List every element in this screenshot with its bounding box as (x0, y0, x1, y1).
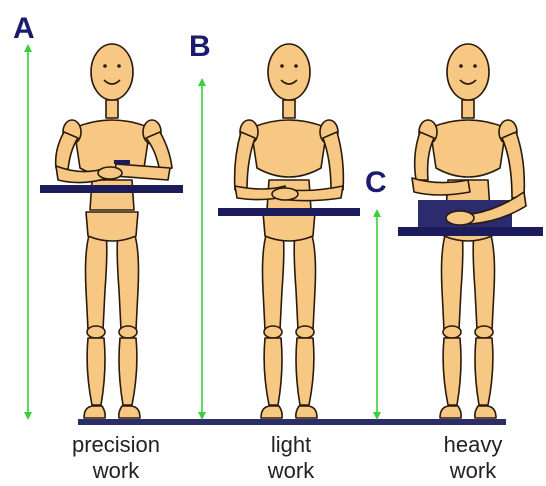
head (268, 44, 310, 100)
work-surface (40, 185, 183, 193)
left-upper-arm (415, 132, 434, 180)
arrow-head-top (373, 209, 381, 217)
right-shin (296, 338, 314, 405)
right-eye (294, 64, 298, 68)
neck (106, 100, 118, 118)
left-knee (264, 326, 282, 338)
figure-heavy (398, 44, 543, 418)
left-upper-arm (56, 132, 78, 170)
left-knee (87, 326, 105, 338)
right-knee (119, 326, 137, 338)
left-knee (443, 326, 461, 338)
height-arrow-a (24, 44, 32, 420)
chest (251, 120, 327, 177)
left-thigh (86, 232, 107, 330)
height-arrow-b (198, 78, 206, 420)
head (91, 44, 133, 100)
work-surface (218, 208, 360, 216)
arrow-head-bottom (198, 412, 206, 420)
arrow-head-top (24, 44, 32, 52)
neck (283, 100, 295, 118)
neck (462, 100, 474, 118)
right-knee (296, 326, 314, 338)
figure-light (218, 44, 360, 418)
arrow-head-top (198, 78, 206, 86)
right-eye (117, 64, 121, 68)
caption-heavy-work: heavy work (403, 432, 543, 484)
floor-line (78, 419, 506, 425)
caption-line: work (221, 458, 361, 484)
left-thigh (263, 232, 284, 330)
hands (98, 167, 122, 179)
pelvis (263, 212, 315, 241)
right-shin (119, 338, 137, 405)
figure-precision (40, 44, 183, 418)
caption-line: light (221, 432, 361, 458)
abdomen (90, 180, 134, 210)
caption-line: heavy (403, 432, 543, 458)
arrow-head-bottom (373, 412, 381, 420)
right-shin (475, 338, 493, 405)
left-foot (440, 406, 461, 418)
left-foot (261, 406, 282, 418)
hands (272, 188, 298, 200)
height-arrow-c (373, 209, 381, 420)
left-eye (103, 64, 107, 68)
work-surface (398, 227, 543, 236)
left-shin (87, 338, 105, 405)
left-thigh (442, 232, 463, 330)
right-eye (473, 64, 477, 68)
right-thigh (473, 232, 494, 330)
right-foot (296, 406, 317, 418)
caption-precision-work: precision work (46, 432, 186, 484)
head (447, 44, 489, 100)
right-knee (475, 326, 493, 338)
height-label-c: C (365, 168, 387, 198)
caption-line: precision (46, 432, 186, 458)
left-forearm (412, 178, 470, 195)
caption-line: work (403, 458, 543, 484)
caption-line: work (46, 458, 186, 484)
chest (430, 120, 506, 177)
height-label-a: A (13, 14, 35, 44)
left-eye (280, 64, 284, 68)
right-thigh (117, 232, 138, 330)
right-thigh (294, 232, 315, 330)
arrow-head-bottom (24, 412, 32, 420)
caption-light-work: light work (221, 432, 361, 484)
left-foot (84, 406, 105, 418)
right-foot (119, 406, 140, 418)
left-shin (443, 338, 461, 405)
right-upper-arm (502, 132, 524, 198)
small-tool (114, 160, 130, 164)
right-foot (475, 406, 496, 418)
left-eye (459, 64, 463, 68)
left-shin (264, 338, 282, 405)
height-label-b: B (189, 32, 211, 62)
hands (446, 211, 474, 225)
right-upper-arm (323, 132, 343, 190)
left-upper-arm (235, 132, 255, 190)
pelvis (86, 212, 138, 241)
